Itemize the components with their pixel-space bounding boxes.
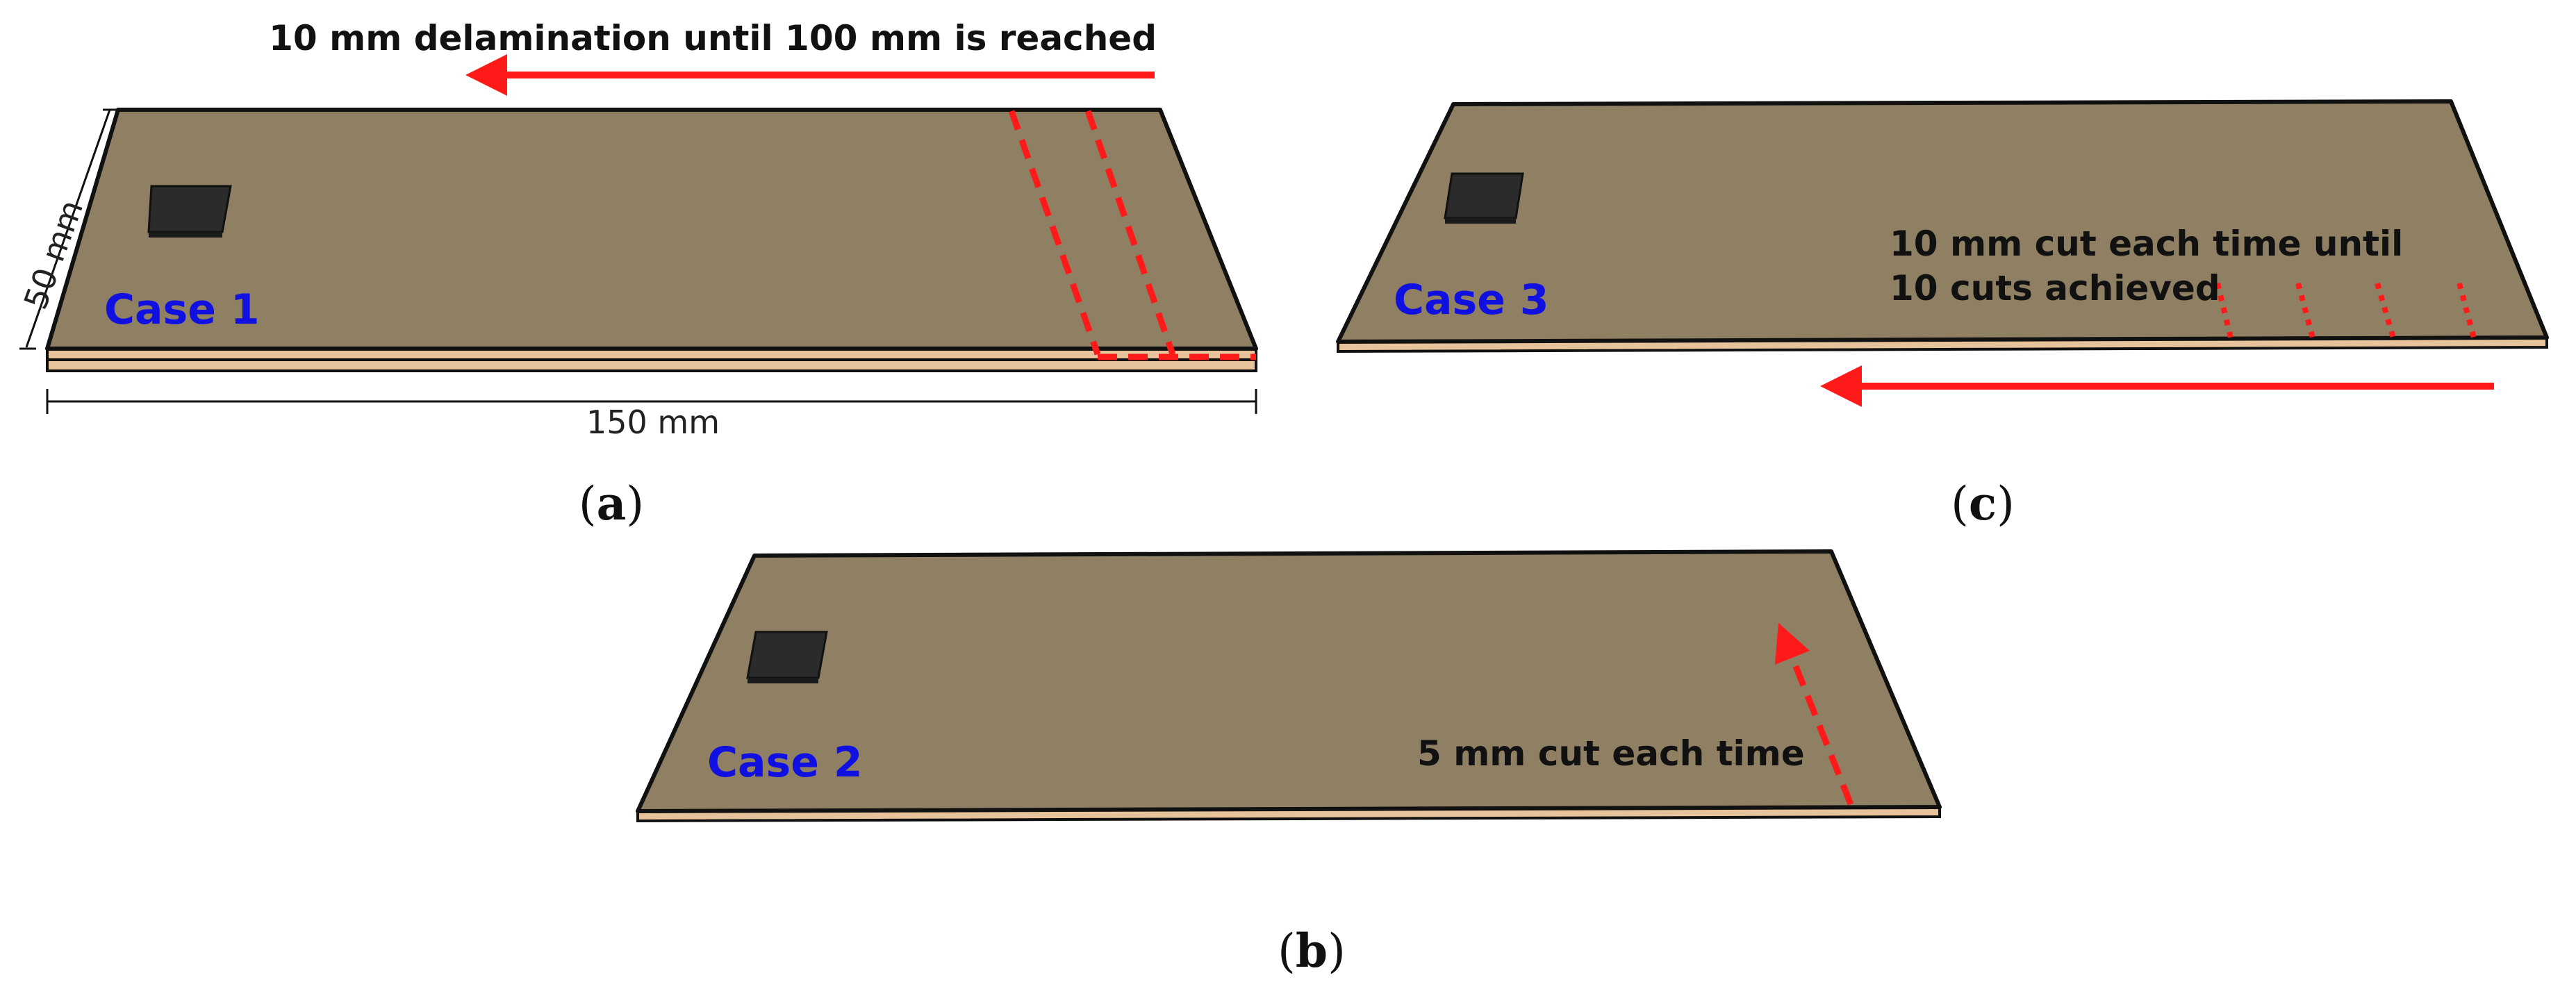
length-dimension-label: 150 mm	[586, 404, 720, 441]
sensor-b	[746, 631, 828, 683]
panel-b: 5 mm cut each time Case 2 (b)	[636, 549, 1942, 978]
plate-a-edge-bottom	[46, 358, 1257, 372]
length-dimension	[46, 389, 1257, 414]
caption-b: (b)	[1278, 924, 1346, 978]
case-2-label: Case 2	[707, 738, 863, 787]
case-3-label: Case 3	[1394, 276, 1549, 324]
caption-c: (c)	[1951, 476, 2015, 531]
delamination-lines	[1008, 110, 1256, 360]
cut-lines	[2215, 282, 2477, 342]
plate-c-top	[1336, 99, 2549, 344]
plate-b-top	[636, 549, 1942, 813]
cut-annotation-line-1: 10 mm cut each time until	[1890, 224, 2403, 264]
sensor-a	[147, 185, 232, 238]
cut-growth-annotation: 5 mm cut each time	[1417, 733, 1805, 774]
cut-growth-arrow	[1774, 622, 1854, 806]
panel-c: 10 mm cut each time until 10 cuts achiev…	[1336, 99, 2549, 531]
sensor-c	[1444, 172, 1524, 224]
width-dimension	[19, 108, 118, 350]
caption-a: (a)	[579, 476, 644, 531]
plate-a-top	[45, 108, 1258, 351]
delamination-annotation: 10 mm delamination until 100 mm is reach…	[269, 18, 1157, 58]
panel-a: 10 mm delamination until 100 mm is reach…	[17, 18, 1258, 531]
case-1-label: Case 1	[104, 285, 260, 334]
cut-annotation-line-2: 10 cuts achieved	[1890, 268, 2220, 308]
